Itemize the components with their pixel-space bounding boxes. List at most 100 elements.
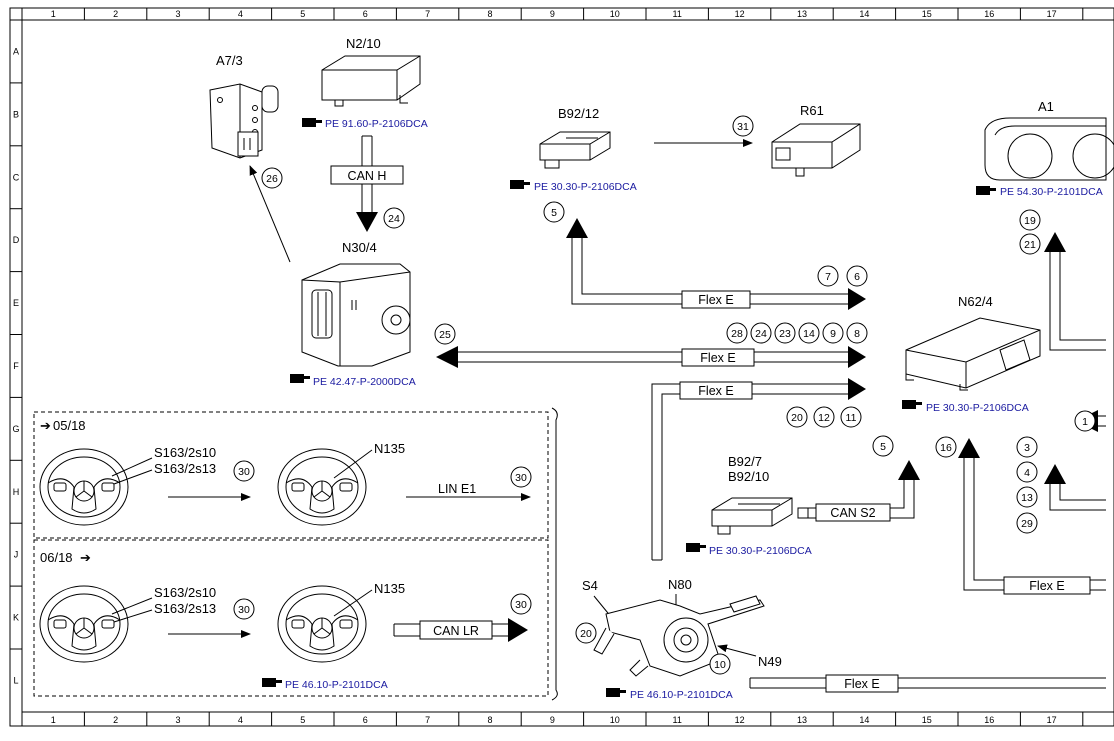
- bus-label-flex-e-4: Flex E: [1029, 579, 1064, 593]
- steering-wheel: [277, 585, 367, 663]
- column-label: 3: [175, 715, 180, 725]
- column-label: 13: [797, 9, 807, 19]
- bus-n62-4-lower-right[interactable]: [1044, 464, 1106, 511]
- component-n62-4[interactable]: N62/4 PE 30.30-P-2106DCA: [902, 294, 1041, 414]
- module-label-n135-bottom: N135: [374, 581, 405, 596]
- component-n2-10[interactable]: N2/10 PE 91.60-P-2106DCA: [302, 36, 428, 130]
- column-label: 10: [610, 715, 620, 725]
- signal-number: 20: [786, 406, 808, 428]
- component-n30-4[interactable]: N30/4 PE 42.47-P-2000DCA: [290, 240, 416, 388]
- bus-label-flex-e-5: Flex E: [844, 677, 879, 691]
- column-label: 2: [113, 9, 118, 19]
- column-label: 3: [175, 9, 180, 19]
- signal-number: 30: [233, 598, 255, 620]
- signal-number: 8: [846, 322, 868, 344]
- component-a1[interactable]: A1 PE 54.30-P-2101DCA: [976, 99, 1114, 198]
- reference-link-n80[interactable]: PE 46.10-P-2101DCA: [630, 689, 733, 701]
- reference-link-n2-10[interactable]: PE 91.60-P-2106DCA: [325, 118, 428, 130]
- column-label: 14: [859, 9, 869, 19]
- signal-number: 31: [732, 115, 754, 137]
- component-label-n2-10: N2/10: [346, 36, 381, 51]
- switch-label-s163-2s10-bottom: S163/2s10: [154, 585, 216, 600]
- column-label: 2: [113, 715, 118, 725]
- bus-flex-e-n49[interactable]: Flex E: [749, 674, 1106, 693]
- signal-number-label: 16: [940, 442, 952, 454]
- signal-number: 16: [935, 436, 957, 458]
- column-label: 7: [425, 9, 430, 19]
- signal-number: 23: [774, 322, 796, 344]
- bus-flex-e-n80[interactable]: Flex E: [651, 378, 866, 561]
- column-label: 11: [673, 9, 682, 19]
- switch-label-s163-2s13-bottom: S163/2s13: [154, 601, 216, 616]
- bus-flex-e-n30-4[interactable]: Flex E: [436, 346, 866, 368]
- signal-number-label: 12: [818, 412, 830, 424]
- column-label: 15: [922, 715, 932, 725]
- row-label: A: [13, 46, 19, 56]
- component-a7-3[interactable]: A7/3: [209, 53, 279, 159]
- column-label: 7: [425, 715, 430, 725]
- hand-pointer-icon: [606, 688, 626, 697]
- component-r61[interactable]: R61: [771, 103, 861, 177]
- signal-number: 5: [872, 435, 894, 457]
- bus-flex-e-lower-right[interactable]: Flex E: [958, 438, 1106, 595]
- signal-number-label: 14: [803, 328, 815, 340]
- bus-can-s2[interactable]: CAN S2: [797, 460, 920, 522]
- signal-number-label: 24: [388, 213, 400, 225]
- signal-number: 11: [840, 406, 862, 428]
- reference-link-b92-7[interactable]: PE 30.30-P-2106DCA: [709, 545, 812, 557]
- column-label: 13: [797, 715, 807, 725]
- signal-number: 26: [261, 167, 283, 189]
- steering-switch-top[interactable]: S163/2s10 S163/2s13 N135 LIN E1: [111, 441, 531, 501]
- reference-link-steering[interactable]: PE 46.10-P-2101DCA: [285, 679, 388, 691]
- hand-pointer-icon: [302, 118, 322, 127]
- row-label: G: [12, 424, 19, 434]
- column-label: 1: [51, 715, 56, 725]
- component-label-r61: R61: [800, 103, 824, 118]
- component-b92-12[interactable]: B92/12 PE 30.30-P-2106DCA: [510, 106, 637, 193]
- variant-label-top: 05/18: [53, 418, 86, 433]
- signal-number: 28: [726, 322, 748, 344]
- signal-number: 21: [1019, 233, 1041, 255]
- column-label: 4: [238, 9, 243, 19]
- steering-switch-bottom[interactable]: S163/2s10 S163/2s13 N135 CAN LR PE 46.10…: [111, 581, 528, 691]
- bus-flex-e-b92-12[interactable]: Flex E: [566, 218, 866, 310]
- column-label: 1: [51, 9, 56, 19]
- signal-number-label: 7: [825, 271, 831, 283]
- signal-number: 10: [709, 653, 731, 675]
- reference-link-n62-4[interactable]: PE 30.30-P-2106DCA: [926, 402, 1029, 414]
- signal-number-label: 8: [854, 328, 860, 340]
- column-label: 16: [984, 9, 994, 19]
- signal-number: 12: [813, 406, 835, 428]
- signal-number-label: 30: [515, 599, 527, 611]
- component-b92-7[interactable]: B92/7 B92/10 PE 30.30-P-2106DCA: [686, 454, 812, 557]
- bus-label-lin-e1: LIN E1: [438, 482, 476, 496]
- signal-number-label: 5: [880, 441, 886, 453]
- column-label: 17: [1047, 715, 1057, 725]
- row-label: J: [14, 550, 19, 560]
- signal-number: 25: [434, 323, 456, 345]
- row-label: B: [13, 109, 19, 119]
- component-n80[interactable]: S4 N80 N49 PE 46.10-P-2101DCA: [582, 577, 782, 701]
- column-label: 11: [673, 715, 682, 725]
- reference-link-n30-4[interactable]: PE 42.47-P-2000DCA: [313, 376, 416, 388]
- hand-pointer-icon: [510, 180, 530, 189]
- signal-number-label: 29: [1021, 518, 1033, 530]
- row-label: D: [13, 235, 20, 245]
- column-label: 8: [487, 715, 492, 725]
- bus-n62-4-to-a1[interactable]: [1044, 232, 1106, 351]
- signal-number-label: 19: [1024, 215, 1036, 227]
- signal-number-label: 20: [791, 412, 803, 424]
- signal-number-label: 25: [439, 329, 451, 341]
- hand-pointer-icon: [902, 400, 922, 409]
- signal-number-label: 31: [737, 121, 749, 133]
- arrow-right-icon: ➔: [40, 418, 51, 433]
- reference-link-b92-12[interactable]: PE 30.30-P-2106DCA: [534, 181, 637, 193]
- steering-wheel: [39, 448, 129, 526]
- bus-label-flex-e-3: Flex E: [698, 384, 733, 398]
- bus-can-h[interactable]: CAN H: [330, 135, 404, 232]
- switch-label-s163-2s13-top: S163/2s13: [154, 461, 216, 476]
- reference-link-a1[interactable]: PE 54.30-P-2101DCA: [1000, 186, 1103, 198]
- variant-box-05-18: ➔ 05/18: [33, 411, 549, 539]
- signal-number-label: 30: [515, 472, 527, 484]
- column-label: 9: [550, 715, 555, 725]
